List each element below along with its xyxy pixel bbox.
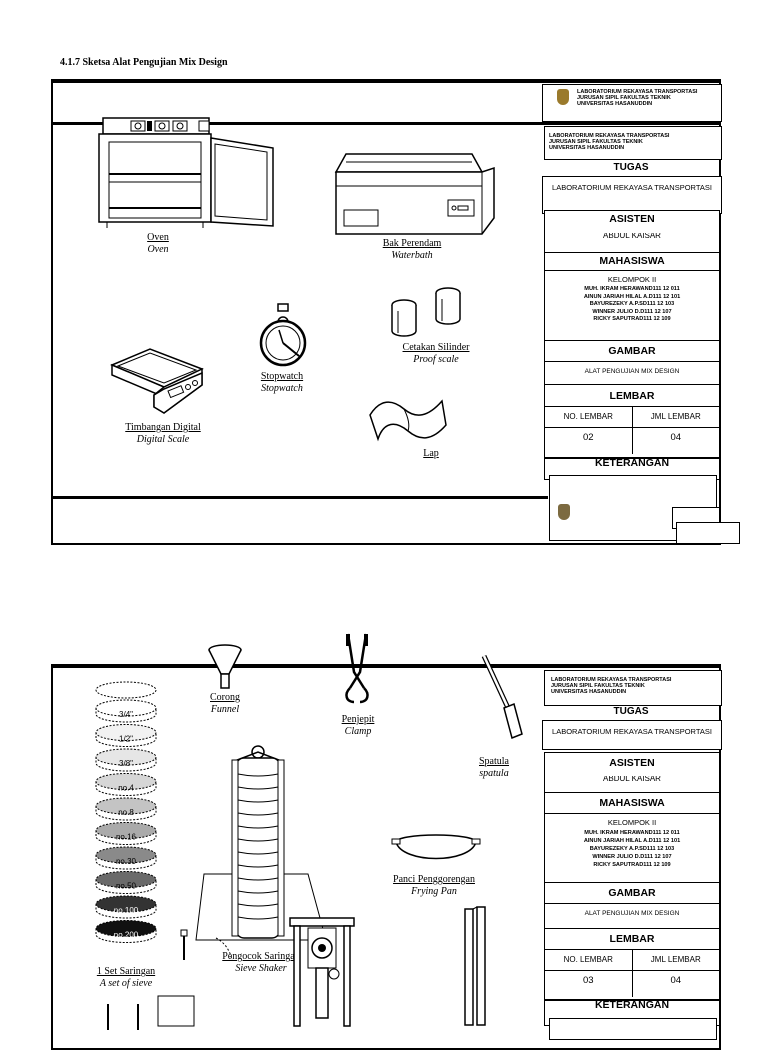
frying-pan-drawing [391, 834, 481, 860]
sieve-label: no.30 [116, 857, 137, 866]
shaker-ring [237, 799, 279, 803]
sieve-top-rim [95, 681, 157, 699]
sieve-set-drawing: 3/4" 1/2" 3/8" no.4 no.8 no.16 no.30 no.50 no.10… [95, 681, 157, 943]
caption-cloth: Lap [423, 448, 439, 459]
funnel-drawing [208, 644, 242, 689]
logo-box [549, 1018, 717, 1040]
section-heading: 4.1.7 Sketsa Alat Pengujian Mix Design [60, 57, 228, 68]
tugas-value-box: LABORATORIUM REKAYASA TRANSPORTASI [542, 720, 722, 750]
digital-scale-drawing [110, 348, 204, 414]
sieve-label: no.100 [114, 906, 139, 915]
sieve-5: no.16 [95, 822, 157, 845]
spatula-drawing [481, 654, 523, 740]
cloth-drawing [369, 399, 447, 442]
sieve-4: no.8 [95, 797, 157, 821]
caption-frying-pan: Panci Penggorengan Frying Pan [393, 874, 475, 897]
sieve-label: no.16 [116, 833, 137, 842]
caption-sieve-set: 1 Set Saringan A set of sieve [96, 966, 156, 989]
tugas-value-box: LABORATORIUM REKAYASA TRANSPORTASI [542, 176, 722, 214]
sieve-6: no.30 [95, 846, 157, 870]
caption-clamp: Penjepit Clamp [341, 714, 375, 737]
lab-header-box-2: LABORATORIUM REKAYASA TRANSPORTASI JURUS… [544, 126, 722, 160]
lembar-box: LEMBAR NO. LEMBAR JML LEMBAR 03 04 [544, 928, 720, 1000]
shaker-ring [237, 786, 279, 790]
sieve-8: no.100 [95, 895, 157, 919]
gambar-box: GAMBAR ALAT PENGUJIAN MIX DESIGN [544, 882, 720, 930]
university-logo-icon [557, 89, 569, 105]
tugas-label: TUGAS [613, 162, 649, 173]
sheet-1-top-rule [51, 122, 721, 125]
cylinder-mold-drawing [391, 287, 461, 337]
sieve-label: no.200 [114, 931, 139, 940]
stopwatch-drawing [259, 303, 307, 367]
caption-funnel: Corong Funnel [210, 692, 240, 715]
sieve-0: 3/4" [95, 699, 157, 723]
asisten-box: ASISTEN ABDUL KAISAR [544, 210, 720, 254]
waterbath-drawing [334, 153, 495, 235]
sieve-3: no.4 [95, 773, 157, 796]
shaker-ring [237, 916, 279, 920]
corner-box-2 [676, 522, 740, 544]
shaker-ring [237, 864, 279, 868]
mahasiswa-box: MAHASISWA KELOMPOK II MUH. IKRAM HERAWAN… [544, 792, 720, 884]
sieve-rack-drawing [464, 906, 486, 1026]
caption-sieve-shaker: Pengocok Saringan Sieve Shaker [222, 951, 300, 974]
oven-drawing [98, 117, 274, 228]
caption-digital-scale: Timbangan Digital Digital Scale [125, 422, 201, 445]
shaker-ring [237, 812, 279, 816]
small-stand-drawing [107, 929, 233, 1030]
sieve-2: 3/8" [95, 748, 157, 772]
sieve-label: 1/2" [119, 735, 133, 744]
asisten-box: ASISTEN ABDUL KAISAR [544, 752, 720, 794]
sieve-label: 3/4" [119, 710, 133, 719]
caption-cylinder-mold: Cetakan Silinder Proof scale [402, 342, 470, 365]
sieve-1: 1/2" [95, 724, 157, 747]
clamp-drawing [345, 633, 369, 704]
sheet-1-bottom-rule [51, 496, 548, 499]
sieve-label: 3/8" [119, 759, 133, 768]
sieve-7: no.50 [95, 871, 157, 894]
mahasiswa-box: MAHASISWA KELOMPOK II MUH. IKRAM HERAWAN… [544, 252, 720, 342]
shaker-ring [237, 851, 279, 855]
gambar-box: GAMBAR ALAT PENGUJIAN MIX DESIGN [544, 340, 720, 386]
title-block-1: LABORATORIUM REKAYASA TRANSPORTASI JURUS… [542, 82, 740, 544]
lab-header-box: LABORATORIUM REKAYASA TRANSPORTASI JURUS… [544, 670, 722, 706]
shaker-ring [237, 903, 279, 907]
sieve-label: no.8 [118, 808, 134, 817]
caption-oven: Oven Oven [147, 232, 169, 255]
shaker-ring [237, 838, 279, 842]
shaker-ring [237, 890, 279, 894]
tugas-label: TUGAS [613, 706, 649, 717]
shaker-ring [237, 825, 279, 829]
sieve-label: no.50 [116, 882, 137, 891]
compactor-drawing [289, 917, 355, 1027]
lembar-box: LEMBAR NO. LEMBAR JML LEMBAR 02 04 [544, 384, 720, 458]
university-logo-icon [558, 504, 570, 520]
caption-stopwatch: Stopwatch Stopwatch [260, 371, 304, 394]
caption-spatula: Spatula spatula [479, 756, 509, 779]
shaker-ring [237, 773, 279, 777]
shaker-ring [237, 877, 279, 881]
sieve-9: no.200 [95, 920, 157, 943]
title-block-2: LABORATORIUM REKAYASA TRANSPORTASI JURUS… [542, 668, 722, 1040]
caption-waterbath: Bak Perendam Waterbath [382, 238, 442, 261]
lab-header-box: LABORATORIUM REKAYASA TRANSPORTASI JURUS… [542, 84, 722, 122]
sieve-label: no.4 [118, 784, 134, 793]
